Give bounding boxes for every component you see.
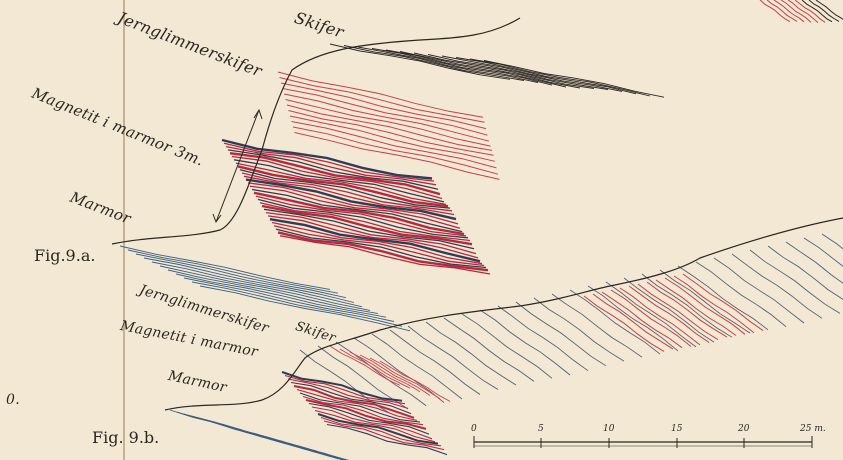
scale-label-25: 25 m. [800, 424, 826, 434]
fig-9a-surface-profile [112, 18, 520, 244]
strata-line [444, 318, 534, 381]
strata-line [696, 262, 786, 327]
strata-line [289, 111, 494, 156]
strata-line [247, 432, 387, 460]
fig-9a-thickness-arrow [213, 110, 262, 222]
strata-line [570, 290, 660, 354]
figure-label-9a: Fig.9.a. [34, 246, 95, 265]
strata-line [400, 52, 580, 89]
strata-line [480, 310, 570, 375]
fig-9a-magnetite-layers [222, 140, 490, 274]
strata-line [656, 280, 736, 336]
strata-line [484, 61, 664, 98]
strata-line [750, 250, 840, 313]
strata-line [233, 428, 373, 460]
strata-line [611, 290, 691, 347]
strata-line [516, 302, 606, 366]
top-right-section-fragment [760, 0, 843, 23]
fig-9a-section [112, 18, 664, 331]
strata-line [638, 284, 718, 340]
strata-line [120, 246, 330, 289]
scale-label-20: 20 [738, 424, 749, 434]
scale-label-10: 10 [603, 424, 614, 434]
fig-9b-jernglimmer-layers [330, 274, 763, 401]
strata-line [370, 358, 440, 399]
strata-line [624, 278, 714, 342]
strata-line [588, 286, 678, 351]
strata-line [678, 266, 768, 330]
edge-mark: 0. [6, 392, 20, 408]
strata-line [498, 306, 588, 371]
strata-line [602, 292, 682, 348]
strata-line [428, 55, 608, 90]
strata-line [534, 298, 624, 361]
fig-9a-jernglimmer-layers [278, 72, 500, 179]
strata-line [442, 56, 622, 91]
strata-line [327, 425, 447, 455]
strata-line [286, 100, 491, 147]
strata-line [408, 326, 498, 390]
scale-bar [474, 436, 812, 448]
strata-line [240, 430, 380, 460]
strata-line [629, 286, 709, 342]
strata-line [360, 355, 430, 396]
strata-line [732, 254, 822, 318]
figure-label-9b: Fig. 9.b. [92, 428, 159, 447]
strata-line [324, 421, 444, 450]
fig-9a-skifer-layers [330, 44, 664, 97]
strata-line [254, 434, 394, 460]
strata-line [358, 47, 538, 83]
strata-line [822, 234, 843, 299]
scale-label-15: 15 [671, 424, 682, 434]
strata-line [306, 400, 426, 429]
strata-line [350, 352, 420, 392]
scale-label-5: 5 [538, 424, 544, 434]
strata-line [552, 294, 642, 357]
strata-line [426, 322, 516, 385]
strata-line [683, 274, 763, 331]
scale-label-0: 0 [471, 424, 477, 434]
strata-line [462, 314, 552, 378]
